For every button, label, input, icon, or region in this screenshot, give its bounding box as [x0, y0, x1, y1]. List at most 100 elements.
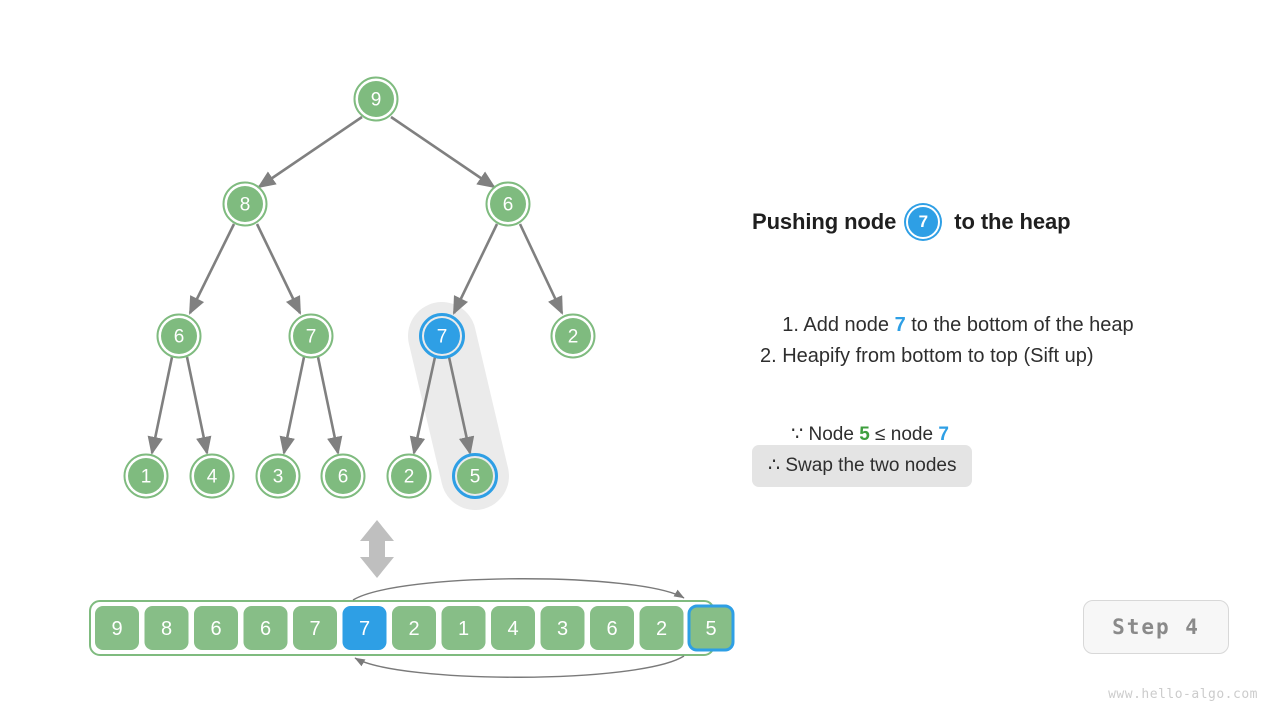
array-cell: 6 — [243, 606, 288, 650]
reason-text: ∵ Node 5 ≤ node 7 — [770, 401, 949, 468]
tree-node: 7 — [288, 313, 334, 359]
tree-node: 5 — [452, 453, 498, 499]
tree-node: 8 — [222, 181, 268, 227]
node-value-label: 7 — [437, 327, 448, 348]
swap-arrow-backward — [354, 655, 685, 678]
step-1-part-b: to the bottom of the heap — [905, 314, 1134, 336]
node-circle — [490, 186, 526, 222]
edge-n1-n4 — [255, 223, 302, 315]
title-prefix-text: Pushing node — [752, 209, 897, 234]
node-value-label: 6 — [338, 467, 349, 488]
node-outer-ring — [452, 453, 498, 499]
tree-node: 9 — [353, 76, 399, 122]
node-circle — [260, 458, 296, 494]
node-value-label: 1 — [141, 467, 152, 488]
edge-n1-n3 — [188, 223, 236, 315]
node-value-label: 6 — [174, 327, 185, 348]
step-1-node-value: 7 — [894, 314, 906, 336]
array-cell-box — [243, 606, 288, 650]
array-cell-value: 7 — [309, 618, 320, 640]
node-outer-ring — [485, 181, 531, 227]
array-cell-value: 1 — [458, 618, 469, 640]
tree-nodes: 9 8 6 6 7 7 2 1 4 3 6 2 5 — [123, 76, 596, 499]
node-circle — [161, 318, 197, 354]
array-cell: 2 — [392, 606, 436, 650]
node-outer-ring — [550, 313, 596, 359]
array-cell: 6 — [194, 606, 238, 650]
node-circle — [358, 81, 394, 117]
explanation-panel: Pushing node 7 to the heap 1. Add node 7… — [752, 205, 1252, 487]
edge-n2-n6 — [518, 223, 564, 315]
node-circle — [128, 458, 164, 494]
array-cell: 5 — [687, 604, 735, 652]
array-cell: 8 — [144, 606, 189, 650]
explanation-title: Pushing node 7 to the heap — [752, 205, 1252, 239]
reason-operator: ≤ node — [869, 424, 939, 445]
node-outer-ring — [320, 453, 366, 499]
array-cell: 7 — [293, 606, 337, 650]
array-cell: 7 — [342, 606, 387, 650]
array-cell-value: 2 — [656, 618, 667, 640]
node-value-label: 4 — [207, 467, 218, 488]
edge-n3-n8 — [185, 356, 212, 456]
edge-n2-n5 — [452, 223, 499, 315]
node-circle — [457, 458, 493, 494]
node-circle — [391, 458, 427, 494]
edge-n0-n1 — [257, 115, 363, 189]
node-value-label: 5 — [470, 467, 481, 488]
tree-node: 6 — [485, 181, 531, 227]
node-value-label: 2 — [404, 467, 415, 488]
tree-node: 4 — [189, 453, 235, 499]
edge-n3-n7 — [147, 356, 174, 456]
array-cell-value: 8 — [161, 618, 172, 640]
step-1-part-a: 1. Add node — [782, 314, 895, 336]
array-cell: 6 — [590, 606, 634, 650]
array-cell-box — [441, 606, 486, 650]
node-outer-ring — [255, 453, 301, 499]
node-value-label: 2 — [568, 327, 579, 348]
node-circle — [194, 458, 230, 494]
because-symbol: ∵ — [791, 424, 809, 445]
node-outer-ring — [419, 313, 465, 359]
node-circle — [227, 186, 263, 222]
array-cell-value: 4 — [507, 618, 518, 640]
array-cell-value: 6 — [210, 618, 221, 640]
array-cell-box — [293, 606, 337, 650]
title-suffix-text: to the heap — [954, 209, 1071, 234]
tree-array-double-arrow — [360, 520, 394, 578]
array-cell-value: 3 — [557, 618, 568, 640]
swap-arrow-forward — [352, 578, 685, 601]
array-cell: 2 — [639, 606, 684, 650]
tree-node: 2 — [550, 313, 596, 359]
array-cell-box — [392, 606, 436, 650]
node-circle — [293, 318, 329, 354]
tree-edges — [147, 115, 564, 456]
array-cell: 9 — [95, 606, 139, 650]
array-cell: 1 — [441, 606, 486, 650]
tree-node: 3 — [255, 453, 301, 499]
edge-n5-n12 — [447, 356, 475, 456]
node-outer-ring — [353, 76, 399, 122]
array-cell-value: 6 — [260, 618, 271, 640]
array-cell-value: 5 — [705, 618, 716, 640]
node-circle — [325, 458, 361, 494]
array-cell-box — [194, 606, 238, 650]
edge-n4-n9 — [279, 356, 306, 456]
node-value-label: 6 — [503, 195, 514, 216]
array-cell-box — [540, 606, 585, 650]
tree-node: 2 — [386, 453, 432, 499]
tree-node: 6 — [320, 453, 366, 499]
array-cell-box — [639, 606, 684, 650]
node-value-label: 3 — [273, 467, 284, 488]
step-2-text: 2. Heapify from bottom to top (Sift up) — [760, 345, 1094, 367]
tree-node: 6 — [156, 313, 202, 359]
array-cell-box — [95, 606, 139, 650]
node-outer-ring — [222, 181, 268, 227]
reason-right-value: 7 — [938, 424, 949, 445]
reason-part-a: Node — [808, 424, 860, 445]
conclusion-text: ∴ Swap the two nodes — [752, 445, 973, 487]
array-cell-box — [144, 606, 189, 650]
reason-left-value: 5 — [859, 424, 870, 445]
